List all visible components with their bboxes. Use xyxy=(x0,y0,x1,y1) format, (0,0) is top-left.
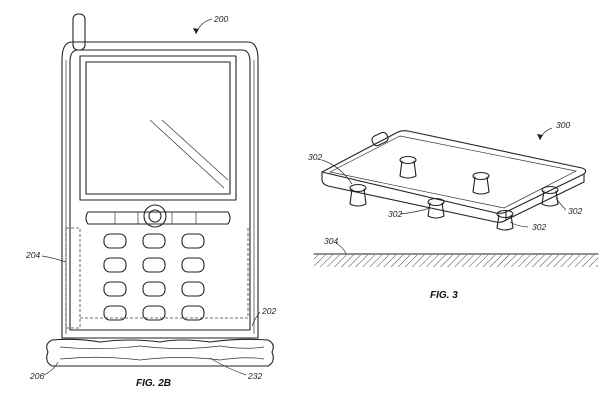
fig2b-label: FIG. 2B xyxy=(136,378,171,389)
tray-knob xyxy=(371,131,389,147)
tray-top xyxy=(321,130,587,214)
ref-232: 232 xyxy=(247,371,262,381)
surface xyxy=(313,253,599,267)
suction-cup xyxy=(349,183,367,207)
ref-302-d: 302 xyxy=(568,206,582,216)
leaders-fig3 xyxy=(321,127,567,255)
suction-cup xyxy=(472,171,490,195)
ref-204: 204 xyxy=(25,250,40,260)
suction-tray xyxy=(321,130,587,231)
tray-side-right xyxy=(505,173,585,221)
phone-case xyxy=(61,41,259,339)
ref-302-c: 302 xyxy=(532,222,546,232)
suction-cup xyxy=(496,209,514,231)
ref-206: 206 xyxy=(29,371,44,381)
ref-202: 202 xyxy=(261,306,276,316)
nav-joystick xyxy=(143,204,167,228)
ref-200: 200 xyxy=(213,14,228,24)
bottom-bumper xyxy=(46,338,274,367)
phone-device xyxy=(46,13,274,367)
leaders-fig2b xyxy=(41,18,261,376)
phone-screen-frame xyxy=(79,55,237,201)
antenna xyxy=(72,13,86,51)
suction-cup xyxy=(427,197,445,219)
suction-cup xyxy=(399,155,417,179)
ref-302-b: 302 xyxy=(388,209,402,219)
keypad xyxy=(103,233,205,321)
ref-304: 304 xyxy=(324,236,338,246)
phone-body xyxy=(69,49,251,331)
ref-300: 300 xyxy=(556,120,570,130)
suction-cups xyxy=(349,155,559,231)
phone-screen xyxy=(85,61,231,195)
ref-302-a: 302 xyxy=(308,152,322,162)
suction-cup xyxy=(541,185,559,207)
fig3-label: FIG. 3 xyxy=(430,290,458,301)
tray-side-left xyxy=(321,171,507,223)
nav-bar xyxy=(85,204,231,228)
dashed-pad-area xyxy=(65,227,81,329)
